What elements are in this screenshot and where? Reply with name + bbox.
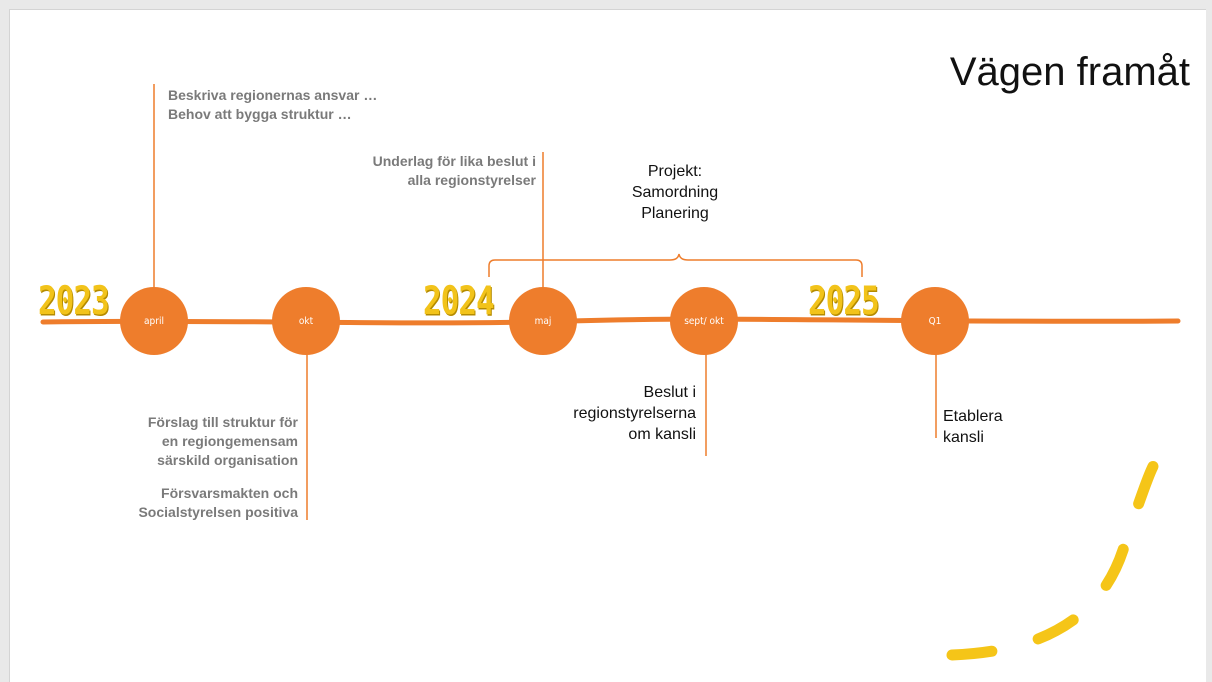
note-okt-structure: Förslag till struktur för en regiongemen… (147, 414, 298, 468)
slide: Vägen framåt 2023 2024 2025 april okt ma… (9, 9, 1206, 682)
milestone-okt: okt (272, 287, 340, 355)
project-bracket (488, 253, 863, 277)
note-sept-okt: Beslut i regionstyrelserna om kansli (573, 384, 696, 443)
note-april: Beskriva regionernas ansvar … Behov att … (168, 87, 378, 122)
milestone-april: april (120, 287, 188, 355)
note-q1: Etablera kansli (943, 408, 1003, 446)
note-project: Projekt: Samordning Planering (631, 163, 719, 222)
year-2025: 2025 (808, 279, 880, 324)
page-title: Vägen framåt (949, 50, 1190, 94)
milestone-maj: maj (509, 287, 577, 355)
note-maj: Underlag för lika beslut i alla regionst… (372, 153, 536, 188)
timeline-line (40, 316, 1181, 326)
milestone-sept-okt: sept/ okt (670, 287, 738, 355)
note-okt-positive: Försvarsmakten och Socialstyrelsen posit… (138, 485, 298, 520)
milestone-q1: Q1 (901, 287, 969, 355)
year-2023: 2023 (38, 279, 110, 324)
year-2024: 2024 (423, 279, 495, 324)
decorative-arc (946, 457, 1162, 661)
